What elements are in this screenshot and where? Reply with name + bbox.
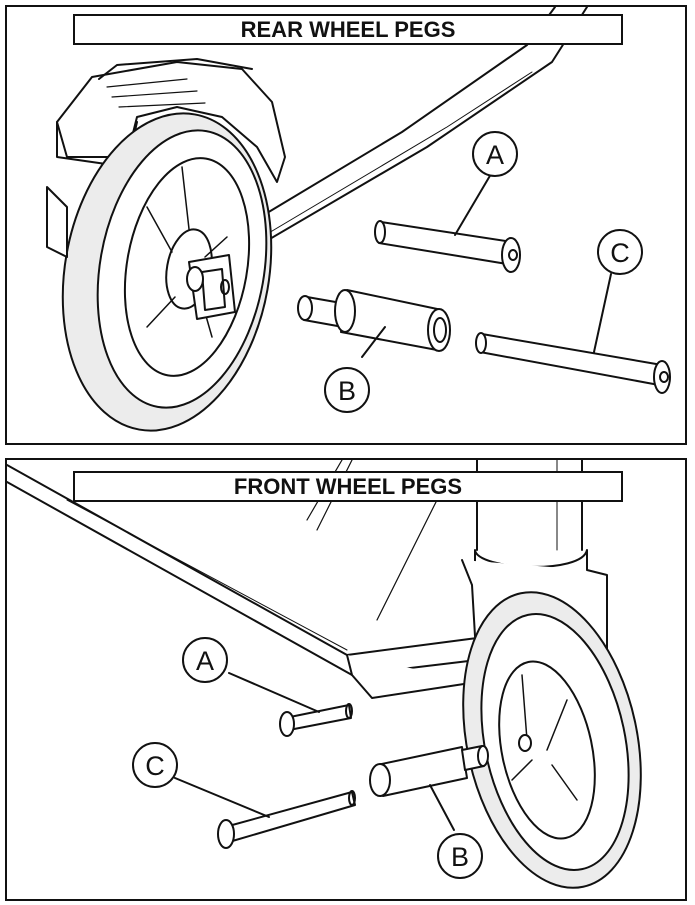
rear-panel-title: REAR WHEEL PEGS: [73, 14, 623, 45]
rear-callout-a-label: A: [486, 140, 504, 170]
rear-peg-a: [375, 221, 520, 272]
rear-wheel-pegs-panel: A C B REAR WHEEL PEGS: [5, 5, 687, 445]
rear-callout-c-label: C: [610, 238, 630, 268]
front-wheel-illustration: A C B: [7, 460, 687, 901]
front-panel-title: FRONT WHEEL PEGS: [73, 471, 623, 502]
rear-peg-c: [476, 333, 670, 393]
front-wheel-pegs-panel: A C B FRONT WHEEL PEGS: [5, 458, 687, 901]
front-callout-c-label: C: [145, 751, 165, 781]
front-peg-a: [280, 704, 352, 736]
front-callout-b-label: B: [451, 842, 469, 872]
front-peg-c: [218, 791, 355, 848]
rear-wheel-illustration: A C B: [7, 7, 687, 445]
rear-callout-b-label: B: [338, 376, 356, 406]
front-callout-a-label: A: [196, 646, 214, 676]
front-peg-b: [370, 746, 488, 796]
